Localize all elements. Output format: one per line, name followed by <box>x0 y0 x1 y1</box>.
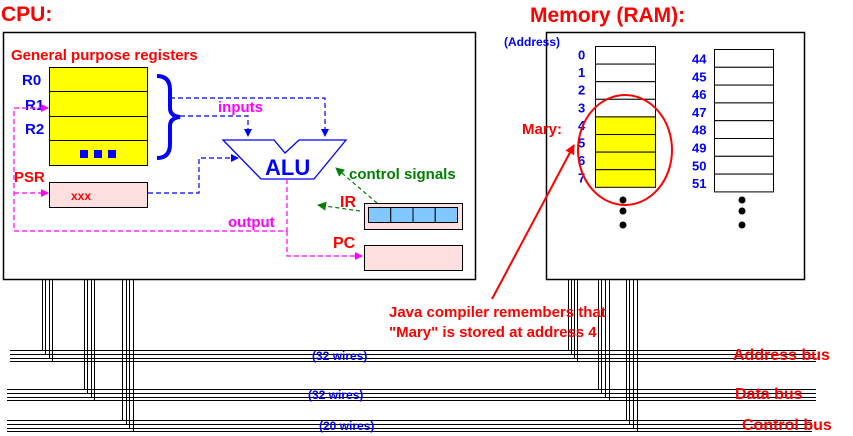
alu-input-line-a <box>180 115 252 137</box>
memory-title: Memory (RAM): <box>530 4 685 27</box>
ellipsis-dot <box>94 150 102 158</box>
memory-cell <box>595 151 656 171</box>
address-header: (Address) <box>504 35 560 49</box>
control-signal-line <box>335 167 378 204</box>
ir-cell <box>412 207 436 223</box>
output-to-pc-line <box>286 231 363 260</box>
cpu-box <box>2 31 477 281</box>
memory-address-label: 44 <box>692 52 707 67</box>
memory-address-label: 7 <box>578 171 585 186</box>
psr-to-alu-line <box>148 154 239 194</box>
memory-address-label: 47 <box>692 105 706 120</box>
memory-cell <box>595 81 656 100</box>
control-signal-line-2 <box>317 201 361 212</box>
memory-cell <box>714 66 774 86</box>
address-bus-wires: (32 wires) <box>312 349 367 363</box>
memory-address-label: 50 <box>692 158 706 173</box>
alu-input-line-b <box>170 97 329 137</box>
memory-cell <box>595 46 656 65</box>
inputs-label: inputs <box>218 99 263 116</box>
ir-cell <box>368 207 392 223</box>
memory-cell <box>714 173 774 193</box>
annotation-arrow <box>491 144 575 300</box>
memory-cell <box>714 155 774 175</box>
psr-register <box>49 182 148 208</box>
gpr-label: General purpose registers <box>11 47 198 64</box>
ir-cell <box>390 207 414 223</box>
annotation-line-2: "Mary" is stored at address 4 <box>389 324 597 341</box>
memory-address-label: 51 <box>692 176 706 191</box>
control-bus-wires: (20 wires) <box>319 419 374 433</box>
mary-highlight-circle <box>577 94 673 206</box>
ellipsis-dot <box>108 150 116 158</box>
ellipsis-dot <box>80 150 88 158</box>
register-label-r1: R1 <box>25 97 44 114</box>
memory-address-label: 46 <box>692 87 706 102</box>
cpu-title: CPU: <box>1 3 52 26</box>
memory-address-label: 49 <box>692 141 706 156</box>
memory-cell <box>595 63 656 83</box>
control-bus-label: Control bus <box>742 417 832 434</box>
memory-cell <box>714 138 774 157</box>
memory-address-label: 5 <box>578 136 585 151</box>
memory-ellipsis-dot <box>619 221 627 229</box>
memory-cell <box>595 116 656 136</box>
memory-ellipsis-dot <box>738 221 746 229</box>
pc-register <box>364 245 463 271</box>
memory-column-2: 44 45 46 47 48 49 50 51 <box>692 49 774 193</box>
memory-address-label: 48 <box>692 123 706 138</box>
annotation-line-1: Java compiler remembers that <box>389 304 606 321</box>
output-to-r1-line <box>13 104 288 232</box>
memory-cell <box>714 102 774 122</box>
memory-cell <box>714 49 774 68</box>
data-bus-label: Data bus <box>735 386 803 403</box>
bus-lines <box>7 280 816 432</box>
register-label-r0: R0 <box>22 72 41 89</box>
memory-address-label: 1 <box>578 65 585 80</box>
memory-ellipsis-dot <box>619 207 627 215</box>
memory-cell <box>595 134 656 153</box>
memory-ellipsis-dot <box>738 207 746 215</box>
ir-cell <box>434 207 458 223</box>
memory-address-label: 6 <box>578 153 585 168</box>
register-file <box>49 67 148 166</box>
output-label: output <box>228 214 275 231</box>
ir-cells <box>368 207 458 223</box>
memory-cell <box>714 84 774 104</box>
memory-address-label: 2 <box>578 83 585 98</box>
alu-label: ALU <box>265 155 310 180</box>
memory-box <box>545 31 806 281</box>
memory-ellipsis-dot <box>738 196 746 204</box>
data-bus-wires: (32 wires) <box>308 388 363 402</box>
psr-label: PSR <box>14 169 45 186</box>
control-signals-label: control signals <box>349 166 456 183</box>
ir-label: IR <box>340 194 356 211</box>
memory-address-label: 0 <box>578 48 585 63</box>
memory-address-label: 3 <box>578 100 585 115</box>
pc-label: PC <box>333 235 356 252</box>
memory-cell <box>714 120 774 139</box>
register-label-r2: R2 <box>25 121 44 138</box>
brace-icon <box>156 74 181 160</box>
alu-shape <box>221 139 348 180</box>
variable-label-mary: Mary: <box>522 121 562 138</box>
memory-ellipsis-dot <box>619 196 627 204</box>
memory-cell <box>595 169 656 188</box>
address-bus-label: Address bus <box>733 347 830 364</box>
psr-value: xxx <box>71 189 91 203</box>
memory-address-label: 45 <box>692 69 706 84</box>
